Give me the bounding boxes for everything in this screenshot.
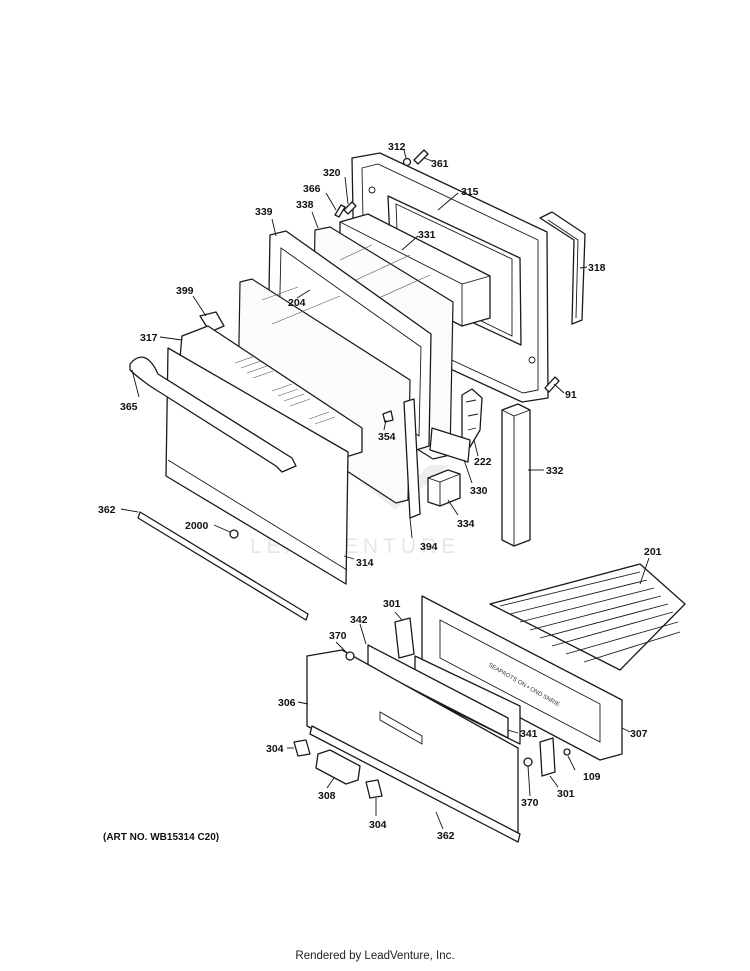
art-number: (ART NO. WB15314 C20): [103, 832, 219, 843]
callout-361: 361: [431, 158, 449, 170]
part-drawer-slide-right: [539, 737, 556, 777]
part-drawer-body: SEAPAOTS ON • OND SNRIE: [421, 595, 623, 761]
callout-109: 109: [583, 771, 601, 783]
callout-312: 312: [388, 141, 406, 153]
callout-320: 320: [323, 167, 341, 179]
part-side-insulation-332: [501, 403, 531, 547]
part-clip-366: [334, 204, 346, 218]
callout-370-upper: 370: [329, 630, 347, 642]
render-credit: Rendered by LeadVenture, Inc.: [295, 950, 455, 962]
callout-317: 317: [140, 332, 158, 344]
callout-330: 330: [470, 485, 488, 497]
callout-394: 394: [420, 541, 438, 553]
callout-204: 204: [288, 297, 306, 309]
callout-366: 366: [303, 183, 321, 195]
part-drawer-trim-strip: [309, 725, 521, 843]
callout-399: 399: [176, 285, 194, 297]
part-screw-361: [413, 149, 429, 165]
part-door-gasket-strip: [429, 427, 471, 463]
part-bumper-370a: [345, 651, 355, 661]
callout-301-lower: 301: [557, 788, 575, 800]
callout-370-lower: 370: [521, 797, 539, 809]
part-oven-rack: [489, 563, 686, 671]
part-drawer-clip-304a: [293, 739, 311, 757]
callout-315: 315: [461, 186, 479, 198]
part-drawer-slide-left: [394, 617, 415, 659]
part-drawer-insulation-342: [367, 644, 509, 739]
callout-2000: 2000: [185, 520, 209, 532]
part-clip-320: [343, 201, 357, 215]
leader-lines: [120, 149, 650, 830]
callout-304-lower: 304: [369, 819, 387, 831]
part-screw-312: [402, 157, 412, 167]
callout-362-upper: 362: [98, 504, 116, 516]
callout-354: 354: [378, 431, 396, 443]
part-bumper-370b: [523, 757, 533, 767]
callout-91: 91: [565, 389, 577, 401]
part-vent-trim-rail: [539, 211, 586, 325]
callout-318: 318: [588, 262, 606, 274]
callout-201: 201: [644, 546, 662, 558]
callout-222: 222: [474, 456, 492, 468]
part-trim-tab-354: [382, 410, 394, 423]
part-door-insulation-334: [427, 469, 461, 507]
callout-301-upper: 301: [383, 598, 401, 610]
callout-314: 314: [356, 557, 374, 569]
callout-labels: 312 361 320 366 315 339 338 331 318 399 …: [98, 141, 662, 842]
part-side-trim-394: [403, 398, 421, 519]
part-drawer-handle-308: [315, 749, 361, 785]
part-door-handle: [129, 356, 297, 473]
callout-307: 307: [630, 728, 648, 740]
callout-338: 338: [296, 199, 314, 211]
part-screw-109: [563, 748, 571, 756]
part-door-trim-strip: [137, 511, 309, 621]
callout-304-upper: 304: [266, 743, 284, 755]
callout-306: 306: [278, 697, 296, 709]
part-drawer-front: [306, 649, 519, 837]
callout-339: 339: [255, 206, 273, 218]
callout-308: 308: [318, 790, 336, 802]
callout-331: 331: [418, 229, 436, 241]
callout-365: 365: [120, 401, 138, 413]
part-drawer-clip-304b: [365, 779, 383, 799]
callout-334: 334: [457, 518, 475, 530]
callout-362-lower: 362: [437, 830, 455, 842]
callout-341: 341: [520, 728, 538, 740]
callout-332: 332: [546, 465, 564, 477]
part-screw-91: [544, 376, 560, 393]
callout-342: 342: [350, 614, 368, 626]
